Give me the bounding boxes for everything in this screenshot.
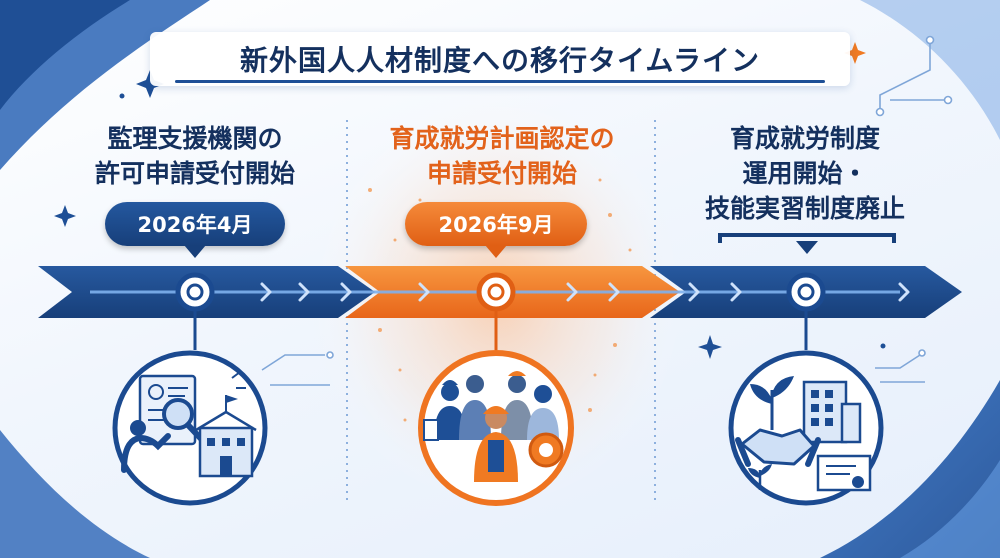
milestone-1-date-badge: 2026年4月: [105, 202, 285, 246]
milestone-2-heading-line: 育成就労計画認定の: [389, 124, 615, 153]
milestone-2-heading-line: 申請受付開始: [426, 159, 577, 188]
milestone-3-heading-line: 運用開始・: [742, 159, 868, 188]
orange-particles: [368, 178, 632, 422]
milestone-3-heading-line: 育成就労制度: [729, 124, 880, 153]
timeline-node-1: [175, 272, 215, 312]
milestone-2-date-pointer: [485, 245, 507, 258]
milestone-3-heading: 育成就労制度 運用開始・ 技能実習制度廃止: [660, 121, 950, 226]
milestone-1-heading-line: 許可申請受付開始: [94, 159, 295, 188]
circuit-lines-left: [261, 351, 334, 386]
timeline-node-2: [476, 272, 516, 312]
corner-swoosh-top-right: [860, 0, 1000, 140]
milestone-3-heading-line: 技能実習制度廃止: [704, 194, 905, 223]
handshake-growth-certificate-icon: [728, 350, 884, 506]
milestone-1-heading: 監理支援機関の 許可申請受付開始: [50, 121, 340, 191]
workers-group-award-icon: [418, 350, 574, 506]
page-title: 新外国人人材制度への移行タイムライン: [150, 32, 850, 86]
milestone-3-pointer: [796, 241, 818, 254]
title-underline: [175, 80, 825, 83]
circuit-lines-right: [875, 349, 926, 383]
timeline-node-3: [786, 272, 826, 312]
corner-swoosh-bottom-left: [0, 430, 150, 558]
milestone-1-heading-line: 監理支援機関の: [107, 124, 283, 153]
circuit-lines-top-right: [875, 35, 953, 117]
milestone-1-date-pointer: [184, 245, 206, 258]
sparkle-icon: [698, 335, 722, 359]
milestone-3-bracket: [718, 233, 896, 243]
corner-swoosh-bottom-right: [820, 380, 1000, 558]
document-magnifier-building-icon: [112, 350, 268, 506]
chevron-right-icon: [260, 282, 910, 302]
sparkle-icon: [844, 42, 866, 64]
milestone-2-date-badge: 2026年9月: [405, 202, 587, 246]
milestone-2-heading: 育成就労計画認定の 申請受付開始: [352, 121, 652, 191]
sparkle-icon: [54, 205, 76, 227]
sparkle-icon: [136, 70, 164, 98]
